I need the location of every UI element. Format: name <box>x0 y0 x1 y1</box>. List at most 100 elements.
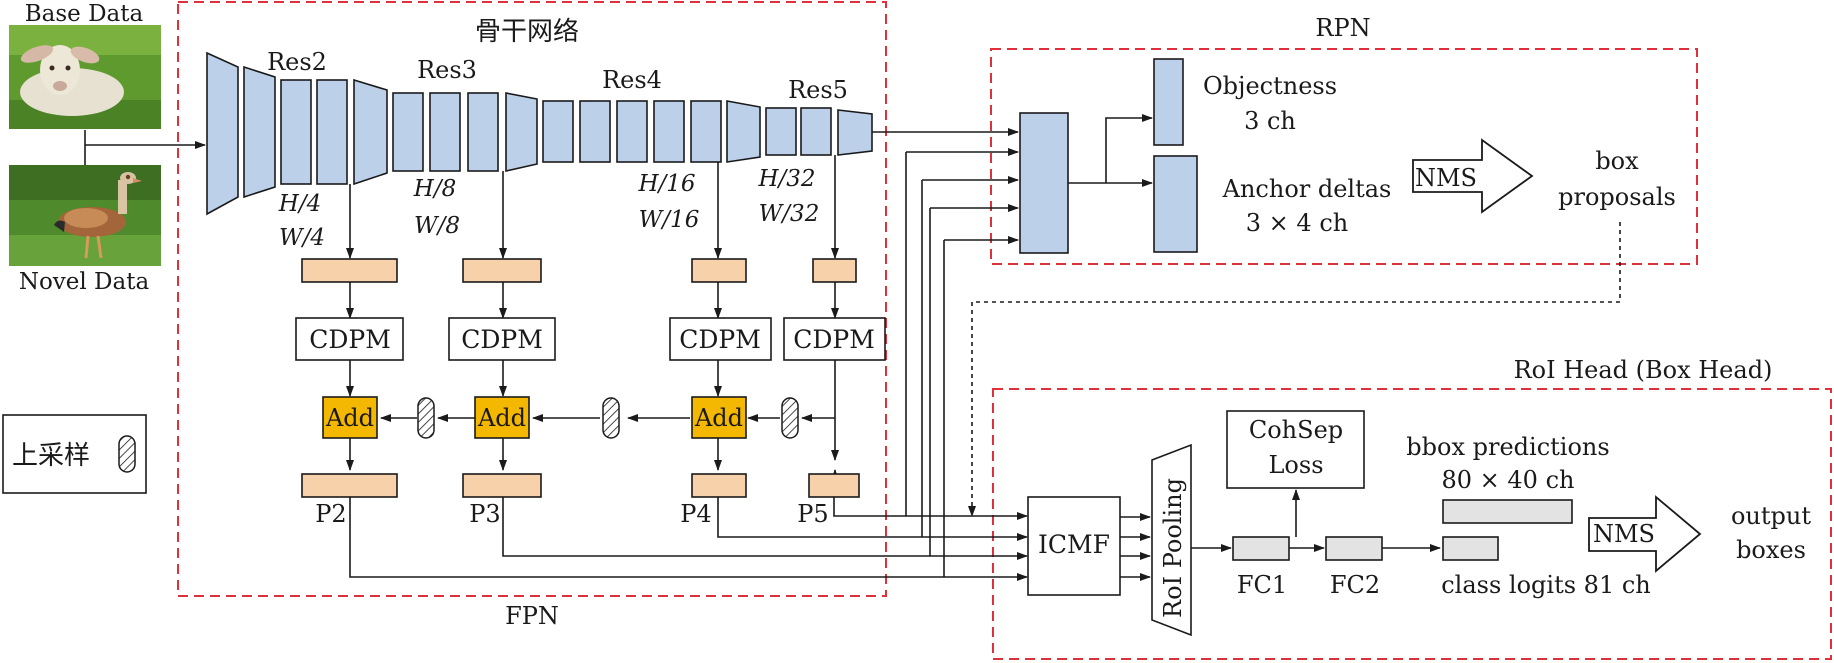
upsample-icon-p3-to-p2 <box>417 397 435 439</box>
p4-output-conv <box>691 473 747 498</box>
res4-height: H/16 <box>637 171 695 197</box>
lateral-conv-res4 <box>691 258 747 283</box>
anchor-deltas-channels: 3 × 4 ch <box>1246 209 1348 237</box>
rpn-region <box>990 48 1698 265</box>
cdpm-label-res4: CDPM <box>679 325 761 354</box>
res5-block-1 <box>765 107 797 156</box>
res3-height: H/8 <box>413 176 456 202</box>
fc1-layer <box>1232 536 1290 561</box>
icmf-module <box>1027 496 1121 596</box>
box-proposals-label-1: box <box>1595 147 1639 175</box>
res4-block-1 <box>542 100 574 163</box>
res5-width: W/32 <box>759 201 820 227</box>
output-boxes-label-1: output <box>1731 502 1811 530</box>
p2-label: P2 <box>315 500 346 528</box>
stem-layer-2 <box>243 65 276 199</box>
res3-downsample <box>505 92 538 173</box>
fc2-label: FC2 <box>1330 571 1380 599</box>
cdpm-box-res5 <box>783 317 886 361</box>
roi-pooling-label: RoI Pooling <box>1159 478 1187 618</box>
res5-block-2 <box>800 107 832 156</box>
rpn-head-conv <box>1019 112 1069 254</box>
roi-head-title: RoI Head (Box Head) <box>1514 356 1773 384</box>
base-data-label: Base Data <box>25 1 144 27</box>
fc2-layer <box>1325 536 1383 561</box>
loss-label: Loss <box>1268 451 1323 479</box>
res4-downsample <box>726 100 761 163</box>
rpn-nms-label: NMS <box>1415 164 1477 192</box>
roi-head-region <box>992 388 1832 660</box>
p2-output-conv <box>301 473 398 498</box>
res2-block-1 <box>280 79 312 185</box>
res2-downsample <box>353 78 388 186</box>
upsample-icon-p4-to-p3 <box>602 397 620 439</box>
objectness-channels: 3 ch <box>1244 107 1296 135</box>
roi-nms-label: NMS <box>1593 520 1655 548</box>
bbox-predictions-channels: 80 × 40 ch <box>1442 466 1575 494</box>
res4-block-3 <box>616 100 648 163</box>
feature-routing <box>349 128 1028 581</box>
lateral-conv-res2 <box>301 258 398 283</box>
fpn-title: FPN <box>505 602 559 630</box>
class-logits-label: class logits 81 ch <box>1441 571 1651 599</box>
rpn-title: RPN <box>1315 14 1370 42</box>
cdpm-label-res2: CDPM <box>309 325 391 354</box>
res4-width: W/16 <box>639 207 700 233</box>
add-node-p4 <box>691 396 747 439</box>
hatched-capsule-icon <box>118 435 136 473</box>
roi-nms-arrow <box>1588 495 1702 573</box>
upsample-legend: 上采样 <box>2 414 147 494</box>
novel-data-label: Novel Data <box>19 269 150 295</box>
output-boxes-label-2: boxes <box>1736 536 1806 564</box>
anchor-deltas-output <box>1153 155 1198 253</box>
res5-tail <box>837 109 873 156</box>
class-logits-output <box>1442 536 1499 561</box>
cdpm-box-res3 <box>448 317 556 361</box>
res4-label: Res4 <box>602 66 662 94</box>
res3-label: Res3 <box>417 56 477 84</box>
fc1-label: FC1 <box>1237 571 1287 599</box>
add-label-p2: Add <box>325 404 374 432</box>
p3-label: P3 <box>469 500 500 528</box>
objectness-output <box>1153 58 1184 146</box>
lateral-conv-res5 <box>812 258 857 283</box>
base-data-image <box>9 25 161 129</box>
anchor-deltas-label: Anchor deltas <box>1222 175 1392 203</box>
res5-height: H/32 <box>757 166 815 192</box>
lateral-conv-res3 <box>462 258 542 283</box>
res3-block-1 <box>392 92 424 172</box>
cohsep-label: CohSep <box>1249 416 1343 444</box>
res2-label: Res2 <box>267 48 327 76</box>
add-label-p4: Add <box>694 404 743 432</box>
res3-block-2 <box>429 92 461 172</box>
res4-block-4 <box>653 100 685 163</box>
add-node-p3 <box>474 396 530 439</box>
roi-pooling-module <box>1151 443 1192 637</box>
res4-block-2 <box>579 100 611 163</box>
bbox-predictions-output <box>1442 499 1573 524</box>
p5-output-conv <box>808 473 860 498</box>
backbone-fpn-region <box>177 1 887 597</box>
res2-width: W/4 <box>279 225 325 251</box>
proposals-to-icmf-arrow <box>968 222 1621 517</box>
cdpm-box-res2 <box>295 317 404 361</box>
cohsep-loss-box <box>1226 410 1365 489</box>
novel-data-image <box>9 165 161 266</box>
icmf-label: ICMF <box>1038 530 1110 559</box>
cdpm-box-res4 <box>669 317 772 361</box>
res3-width: W/8 <box>414 213 460 239</box>
res4-block-5 <box>690 100 722 163</box>
p3-output-conv <box>462 473 542 498</box>
backbone-title: 骨干网络 <box>475 17 579 47</box>
rpn-nms-arrow <box>1412 138 1534 214</box>
p4-label: P4 <box>680 500 711 528</box>
add-node-p2 <box>322 396 378 439</box>
res2-block-2 <box>316 79 348 185</box>
objectness-label: Objectness <box>1203 72 1337 100</box>
res2-height: H/4 <box>278 191 321 217</box>
backbone-network <box>206 51 873 216</box>
p5-label: P5 <box>797 500 828 528</box>
res3-block-3 <box>467 92 499 172</box>
stem-layer-1 <box>206 51 239 216</box>
